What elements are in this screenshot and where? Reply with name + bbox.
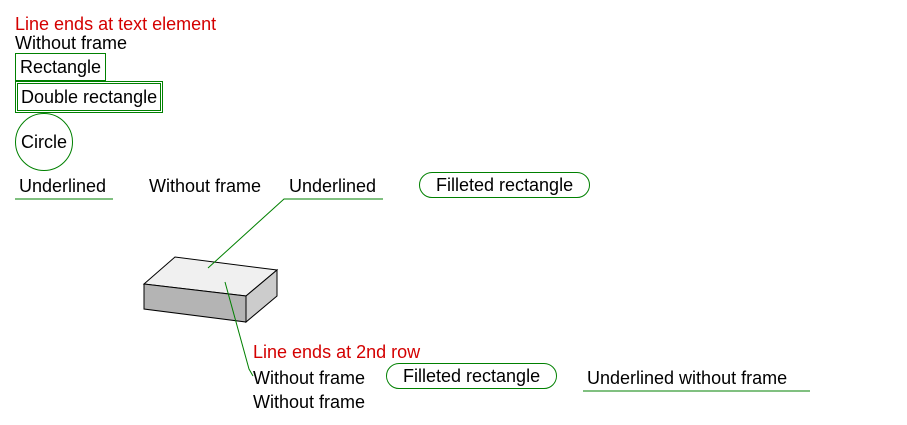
label-filleted-rectangle: Filleted rectangle — [419, 172, 591, 198]
label-row1-without-frame: Without frame — [253, 368, 366, 388]
leader-line-underlined — [207, 198, 383, 269]
label-underlined: Underlined — [19, 176, 107, 196]
leader-line-2nd-row — [224, 281, 254, 377]
label-underlined-2: Underlined — [289, 176, 377, 196]
label-without-frame-2: Without frame — [149, 176, 262, 196]
label-circle-text: Circle — [20, 132, 67, 152]
box-side-face — [245, 268, 278, 324]
label-underlined-without-frame: Underlined without frame — [587, 368, 788, 388]
label-without-frame: Without frame — [15, 33, 128, 53]
label-circle: Circle — [15, 113, 73, 171]
label-row2-without-frame: Without frame — [253, 392, 366, 412]
label-double-rectangle: Double rectangle — [15, 81, 164, 113]
heading-line-ends-at-2nd-row: Line ends at 2nd row — [253, 342, 421, 362]
label-row1-filleted-rectangle: Filleted rectangle — [386, 363, 558, 389]
heading-line-ends-at-text: Line ends at text element — [15, 14, 217, 34]
label-rectangle: Rectangle — [15, 53, 107, 81]
